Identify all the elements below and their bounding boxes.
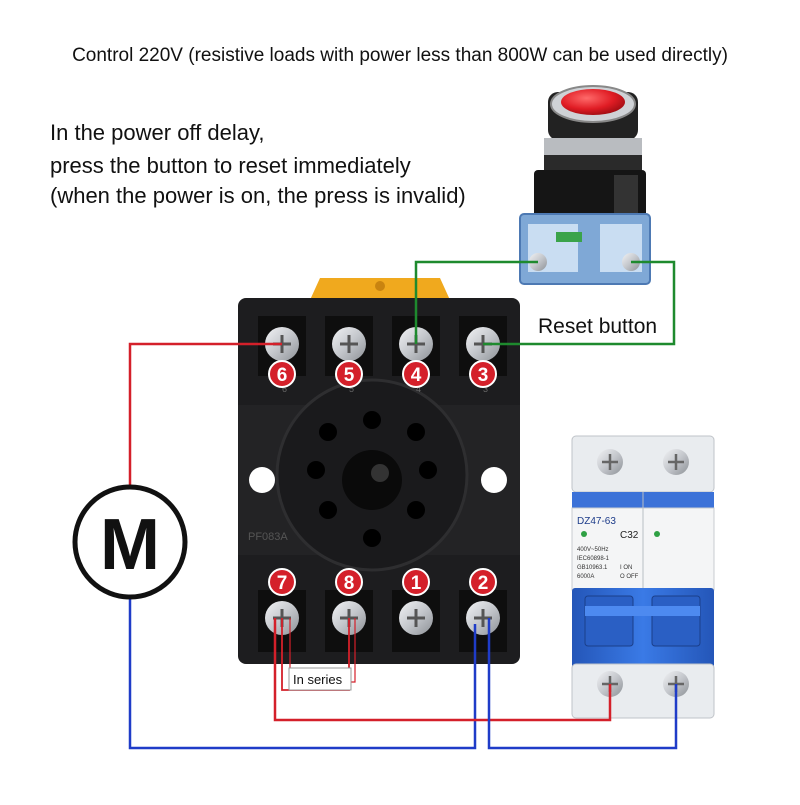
svg-text:5: 5 bbox=[344, 365, 355, 386]
terminal-badge-2: 2 bbox=[469, 568, 497, 596]
svg-text:4: 4 bbox=[411, 365, 422, 386]
motor-symbol-icon: M bbox=[72, 484, 188, 600]
terminal-badge-7: 7 bbox=[268, 568, 296, 596]
note-line-3: (when the power is on, the press is inva… bbox=[50, 183, 466, 208]
terminal-badge-4: 4 bbox=[402, 360, 430, 388]
series-label-box bbox=[288, 667, 352, 691]
breaker-model-label: DZ47-63 bbox=[577, 516, 616, 527]
breaker-spec-1: IEC60898-1 bbox=[577, 556, 610, 562]
note-line-2: press the button to reset immediately bbox=[50, 153, 411, 178]
green-wire bbox=[414, 260, 538, 344]
svg-text:4: 4 bbox=[416, 384, 421, 394]
red-wire bbox=[273, 618, 612, 722]
circuit-breaker-icon: DZ47-63 C32 400V~50Hz IEC60898-1 GB10963… bbox=[571, 435, 715, 719]
breaker-rating-label: C32 bbox=[620, 530, 639, 541]
socket-model-label: PF083A bbox=[248, 531, 288, 543]
note-line-1: In the power off delay, bbox=[50, 120, 265, 145]
svg-text:2: 2 bbox=[478, 573, 489, 594]
bottom-terminal-row bbox=[258, 590, 507, 652]
svg-text:6: 6 bbox=[282, 384, 287, 394]
reset-button-label: Reset button bbox=[536, 315, 660, 339]
header-caption: Control 220V (resistive loads with power… bbox=[72, 45, 728, 66]
blue-wire bbox=[487, 618, 678, 750]
relay-socket-icon: 6 5 4 3 PF083A bbox=[238, 278, 520, 664]
breaker-spec-2: GB10963.1 bbox=[577, 565, 608, 571]
green-wire bbox=[483, 260, 676, 346]
terminal-badge-8: 8 bbox=[335, 568, 363, 596]
svg-text:7: 7 bbox=[277, 573, 288, 594]
reset-push-button-icon bbox=[519, 85, 651, 285]
breaker-spec-3: 6000A bbox=[577, 574, 594, 580]
breaker-on-state: I ON bbox=[620, 565, 632, 571]
terminal-badge-5: 5 bbox=[335, 360, 363, 388]
svg-text:5: 5 bbox=[349, 384, 354, 394]
in-series-label: In series bbox=[293, 672, 343, 687]
terminal-badge-3: 3 bbox=[469, 360, 497, 388]
red-wire bbox=[128, 342, 282, 492]
breaker-off-state: O OFF bbox=[620, 574, 639, 580]
blue-wire bbox=[128, 590, 477, 750]
svg-text:3: 3 bbox=[478, 365, 489, 386]
terminal-badge-6: 6 bbox=[268, 360, 296, 388]
svg-text:1: 1 bbox=[411, 573, 422, 594]
svg-text:8: 8 bbox=[344, 573, 355, 594]
svg-text:6: 6 bbox=[277, 365, 288, 386]
breaker-spec-0: 400V~50Hz bbox=[577, 547, 609, 553]
svg-text:3: 3 bbox=[483, 384, 488, 394]
terminal-badges: 6 5 4 3 7 8 1 bbox=[268, 360, 497, 596]
motor-label: M bbox=[100, 505, 160, 585]
terminal-badge-1: 1 bbox=[402, 568, 430, 596]
